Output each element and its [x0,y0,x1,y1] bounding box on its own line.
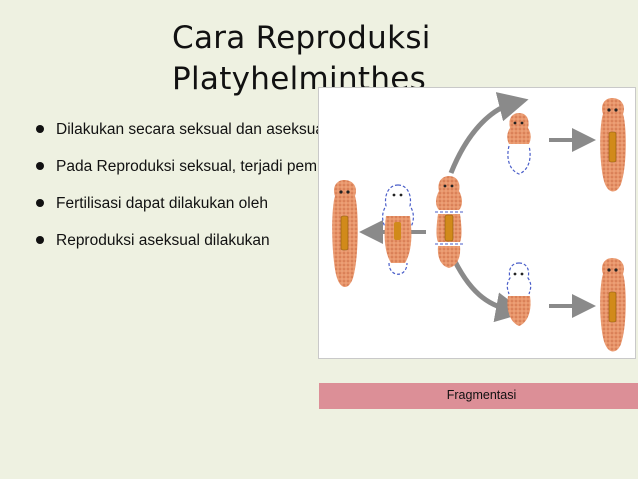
slide-title: Cara Reproduksi Platyhelminthes [172,18,492,100]
planarian-tail-fragment [506,262,532,326]
bullet-item: Fertilisasi dapat dilakukan oleh [34,191,369,228]
bullet-list: Dilakukan secara seksual dan aseksual Pa… [34,117,369,265]
planarian-head-fragment [507,113,531,175]
figure-caption: Fragmentasi [446,388,517,402]
planarian-fragmenting-center [435,176,465,268]
arrow-upper [448,92,529,174]
arrow-lower [448,251,526,323]
fragmentation-figure [318,87,636,359]
planarian-whole-lower-right [600,258,626,352]
bullet-item: Dilakukan secara seksual dan aseksual [34,117,369,154]
planarian-regenerating-middle [382,184,414,275]
bullet-item: Pada Reproduksi seksual, terjadi pembuah… [34,154,369,191]
planarian-fragmentation-diagram [332,92,626,352]
figure-caption-bar: Fragmentasi [319,383,638,409]
planarian-whole-upper-right [600,98,626,192]
title-line-1: Cara Reproduksi [172,20,431,56]
planarian-whole-left [332,180,358,287]
bullet-item: Reproduksi aseksual dilakukan [34,228,369,265]
